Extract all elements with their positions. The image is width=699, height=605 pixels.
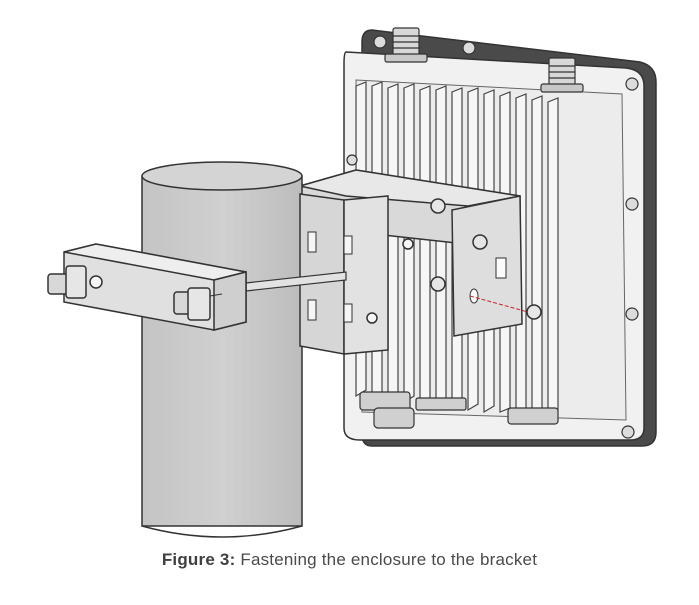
screw-icon: [373, 35, 387, 49]
heat-sink-fins: [355, 81, 559, 418]
bracket-screw-icon: [472, 234, 488, 250]
mounting-pole: [141, 161, 303, 538]
figure-caption-label: Figure 3:: [161, 550, 236, 569]
nut-icon: [65, 265, 87, 299]
figure-caption-text: Fastening the enclosure to the bracket: [235, 550, 538, 569]
bracket-screw-icon: [430, 276, 446, 292]
figure-caption: Figure 3: Fastening the enclosure to the…: [0, 550, 699, 570]
screw-icon: [346, 154, 358, 166]
bracket-screw-icon: [430, 198, 446, 214]
pole-bracket: [299, 193, 389, 355]
screw-icon: [625, 307, 639, 321]
antenna-connectors: [384, 27, 584, 93]
screw-icon: [462, 41, 476, 55]
screw-icon: [621, 425, 635, 439]
bracket-mounting-illustration: [47, 27, 657, 538]
screw-icon: [625, 77, 639, 91]
nut-icon: [187, 287, 211, 321]
bracket-slot: [495, 257, 507, 279]
bottom-ports: [359, 391, 559, 429]
alignment-line: [469, 295, 529, 313]
bracket-screw-icon: [526, 304, 542, 320]
clamp-assembly: [47, 243, 347, 331]
screw-icon: [625, 197, 639, 211]
enclosure-screws: [346, 35, 639, 439]
